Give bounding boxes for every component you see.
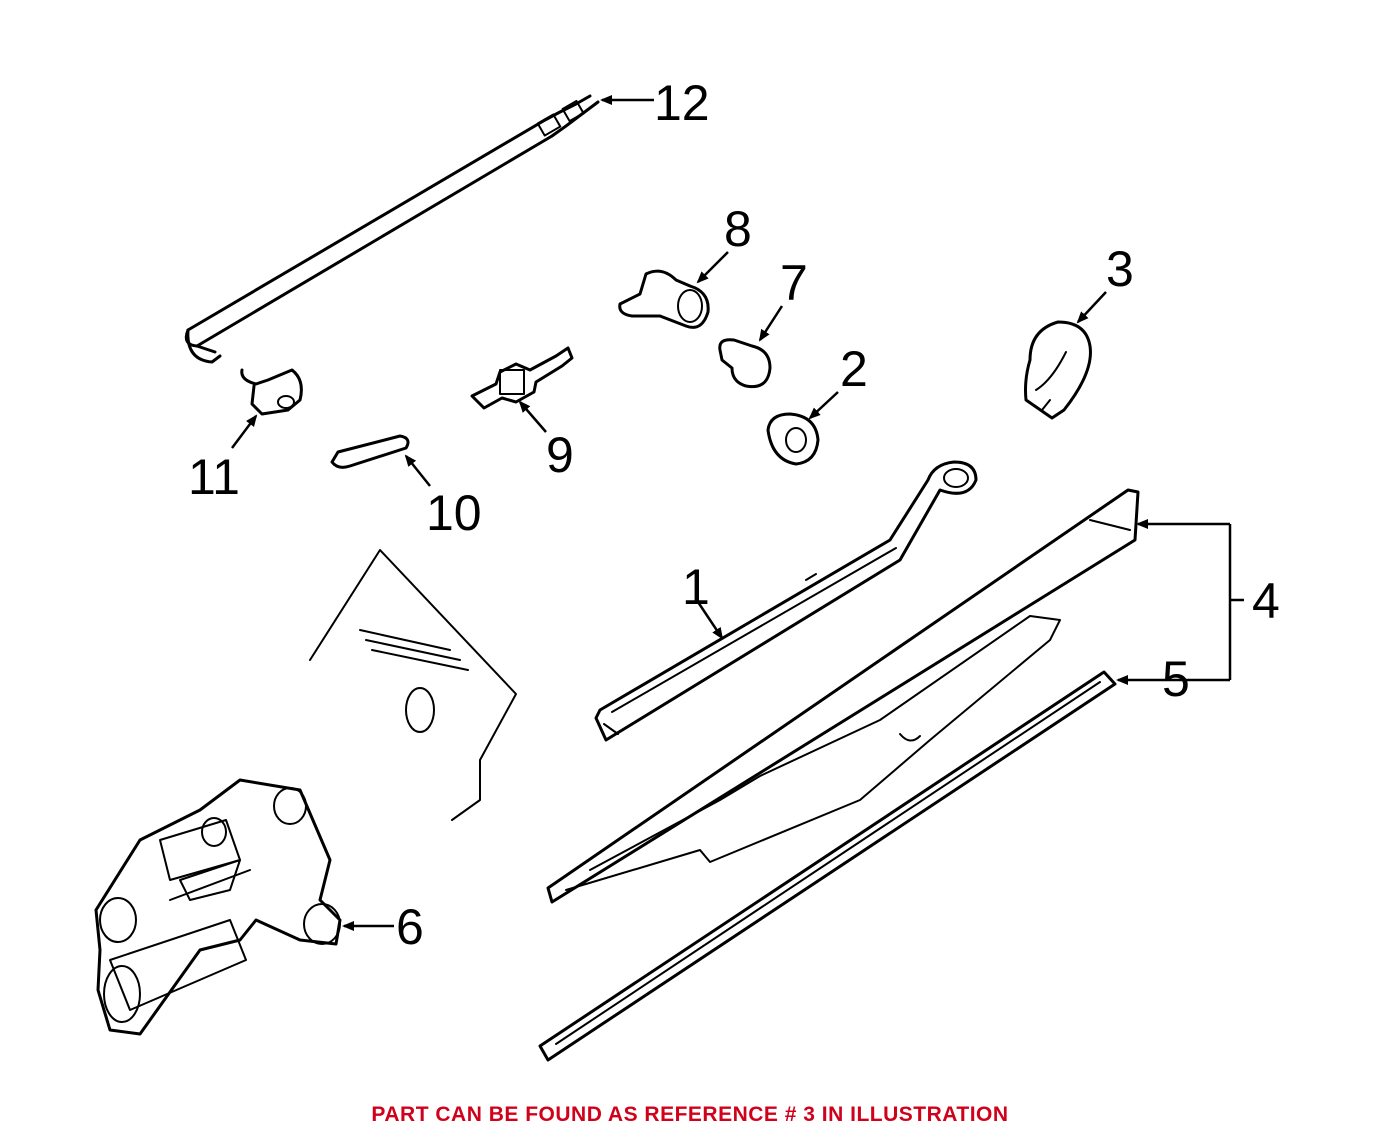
callout-12: 12 <box>654 75 710 131</box>
callout-2: 2 <box>840 341 868 397</box>
connector-part-9 <box>470 346 574 410</box>
cover-cap-part-3 <box>1024 320 1092 420</box>
callout-3: 3 <box>1106 241 1134 297</box>
callout-6: 6 <box>396 899 424 955</box>
callout-9: 9 <box>546 427 574 483</box>
wiper-motor-part-6 <box>94 778 342 1036</box>
callout-10: 10 <box>426 485 482 541</box>
body-panel-outline <box>309 549 517 821</box>
wiper-blade-part-4 <box>546 488 1140 904</box>
nozzle-part-11 <box>240 368 303 416</box>
nozzle-part-8 <box>618 269 710 329</box>
clip-part-10 <box>330 434 410 469</box>
callout-4: 4 <box>1252 573 1280 629</box>
leader-lines <box>231 95 1244 931</box>
callout-8: 8 <box>724 201 752 257</box>
callout-labels: 12 8 7 3 2 9 11 10 1 4 5 6 <box>188 75 1280 955</box>
callout-7: 7 <box>780 255 808 311</box>
callout-11: 11 <box>188 449 240 505</box>
blade-insert-part-5 <box>538 670 1117 1062</box>
screw-part-7 <box>718 338 772 389</box>
reference-note: PART CAN BE FOUND AS REFERENCE # 3 IN IL… <box>371 1103 1009 1126</box>
nut-part-2 <box>766 412 820 466</box>
callout-1: 1 <box>682 559 710 615</box>
washer-hose-part-12 <box>184 94 600 364</box>
wiper-arm-part-1 <box>594 460 978 742</box>
callout-5: 5 <box>1162 651 1190 707</box>
